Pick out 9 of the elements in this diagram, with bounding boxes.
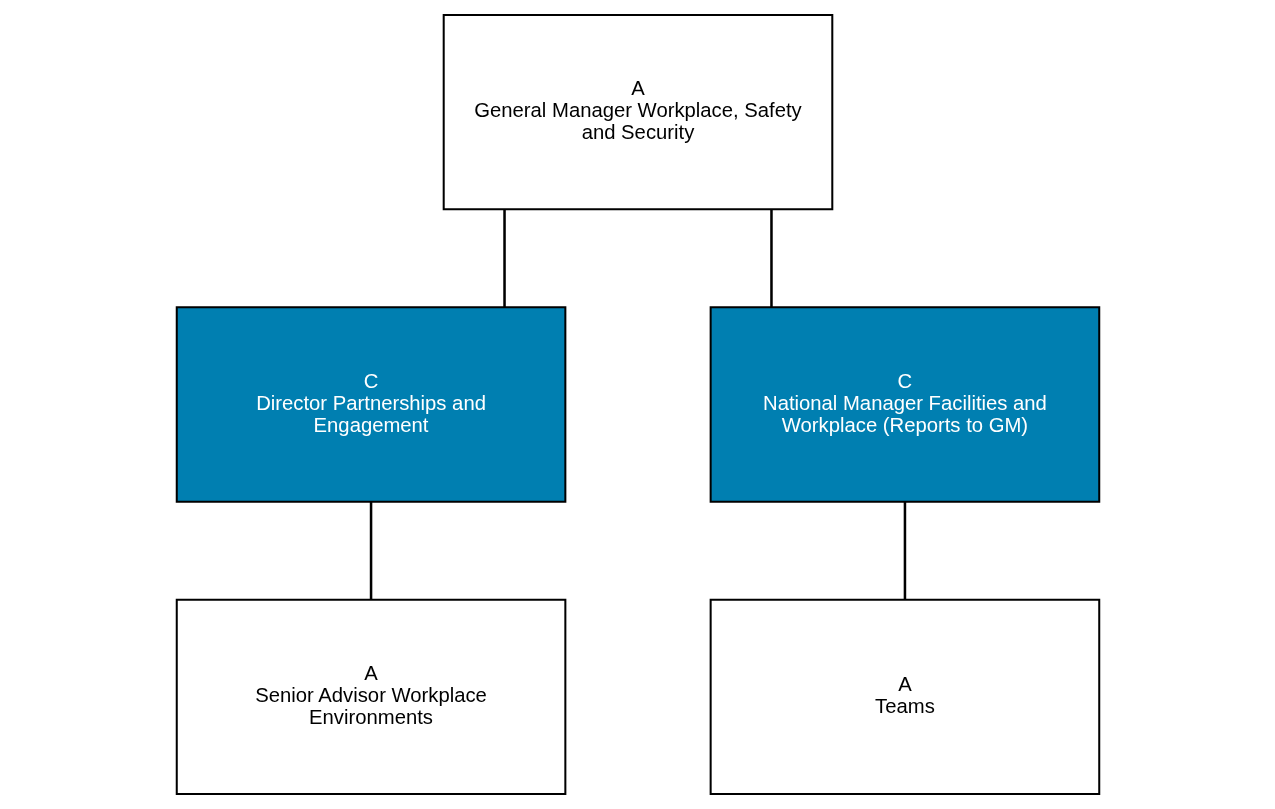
connector — [769, 209, 773, 308]
connector — [502, 209, 506, 308]
node-box: A Teams — [709, 598, 1100, 795]
node-box: A Senior Advisor Workplace Environments — [175, 598, 566, 795]
connector — [903, 501, 906, 600]
node-box: C National Manager Facilities and Workplace (Reports to GM) — [709, 306, 1100, 503]
connector — [369, 501, 372, 600]
node-box: A General Manager Workplace, Safety and Security — [442, 14, 833, 211]
node-box: C Director Partnerships and Engagement — [175, 306, 566, 503]
